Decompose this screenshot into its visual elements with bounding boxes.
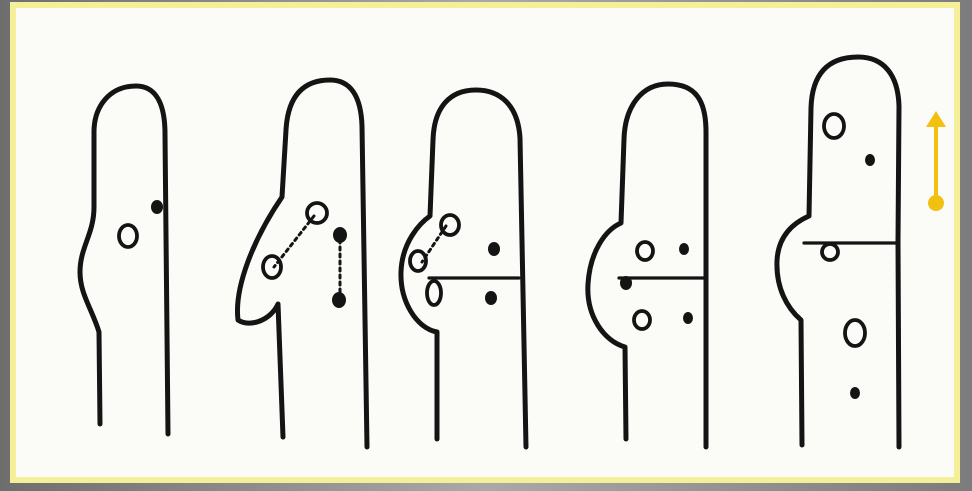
stage-4-open-nucleus-top (637, 242, 653, 260)
stage-5-solid-nucleus-bottom (850, 387, 860, 399)
stage-4 (588, 84, 706, 447)
stage-3 (401, 90, 526, 447)
diagram-canvas (16, 8, 954, 477)
stage-4-solid-nucleus-bottom (683, 312, 693, 324)
stage-4-open-nucleus-bottom (634, 311, 650, 329)
stage-1-solid-nucleus (151, 200, 163, 214)
stage-3-open-nucleus-top (441, 215, 459, 235)
stage-1-left-outline (80, 86, 168, 434)
stage-4-solid-nucleus-top (679, 243, 689, 255)
stage-4-solid-nucleus-left (620, 276, 632, 290)
up-arrow-head (926, 111, 946, 127)
stage-5-open-nucleus-bottom (845, 320, 865, 346)
stage-1 (80, 86, 168, 434)
up-arrow-icon (926, 111, 946, 211)
stage-2 (237, 80, 367, 447)
stage-2-solid-nucleus-top (333, 227, 347, 243)
stage-4-outline (588, 84, 706, 447)
stage-1-open-nucleus (119, 225, 137, 247)
stage-3-solid-nucleus-top (488, 242, 500, 256)
image-frame (10, 2, 960, 483)
stage-5-open-nucleus-top (824, 114, 844, 138)
stage-3-outline (401, 90, 526, 447)
up-arrow-origin-dot (928, 195, 944, 211)
stage-2-solid-nucleus-bottom (332, 292, 346, 308)
stage-2-open-nucleus-top (307, 203, 327, 223)
stage-5 (777, 57, 899, 447)
stage-5-open-nucleus-middle (822, 244, 838, 260)
stage-2-open-nucleus-bottom (263, 256, 281, 278)
stage-3-solid-nucleus-bottom (485, 291, 497, 305)
stage-2-outline (237, 80, 367, 447)
stage-5-solid-nucleus-top (865, 154, 875, 166)
stage-3-open-nucleus-lower (427, 281, 441, 305)
